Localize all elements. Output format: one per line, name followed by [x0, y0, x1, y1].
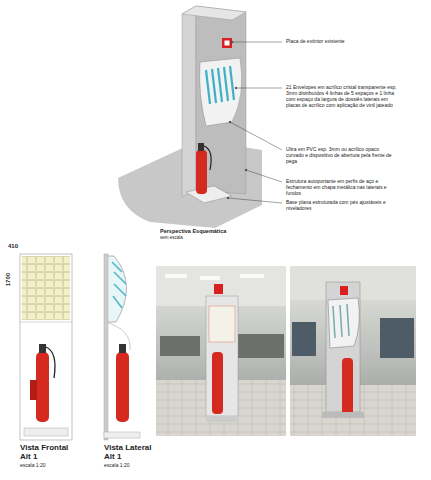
view-note: escala 1:20: [20, 462, 100, 468]
fire-extinguisher: [196, 143, 211, 194]
column-front: [196, 6, 246, 194]
view-title: Alt 1: [20, 452, 100, 462]
side-view: [104, 254, 140, 440]
acrylic-pockets: [206, 66, 234, 104]
photo-office-2: [290, 266, 416, 436]
view-note: sem escala: [160, 235, 240, 240]
front-view: [20, 254, 72, 440]
view-title: Perspectiva Esquemática: [160, 228, 280, 235]
callout-text: Ultra em PVC esp. 3mm ou acrílico opaco …: [286, 146, 396, 164]
extinguisher-sign: [222, 38, 232, 48]
column-top: [182, 6, 246, 20]
base-plate: [186, 186, 232, 203]
dimension: 410: [8, 243, 38, 250]
view-title: Vista Frontal: [20, 443, 100, 453]
column-side: [182, 6, 196, 197]
dimension: 1700: [5, 265, 12, 295]
callout-text: Placa de extintor existente: [286, 38, 396, 44]
leader-lines: [227, 41, 282, 203]
callout-text: Estrutura autoportante em perfis de aço …: [286, 178, 396, 196]
callout-text: Base plana estruturada com pés ajustávei…: [286, 199, 396, 211]
callout-text: 21 Envelopes em acrílico cristal transpa…: [286, 84, 398, 108]
view-title: Alt 1: [104, 452, 164, 462]
acrylic-canopy: [200, 58, 242, 126]
photo-office-1: [156, 266, 286, 436]
view-title: Vista Lateral: [104, 443, 164, 453]
view-note: escala 1:20: [104, 462, 164, 468]
